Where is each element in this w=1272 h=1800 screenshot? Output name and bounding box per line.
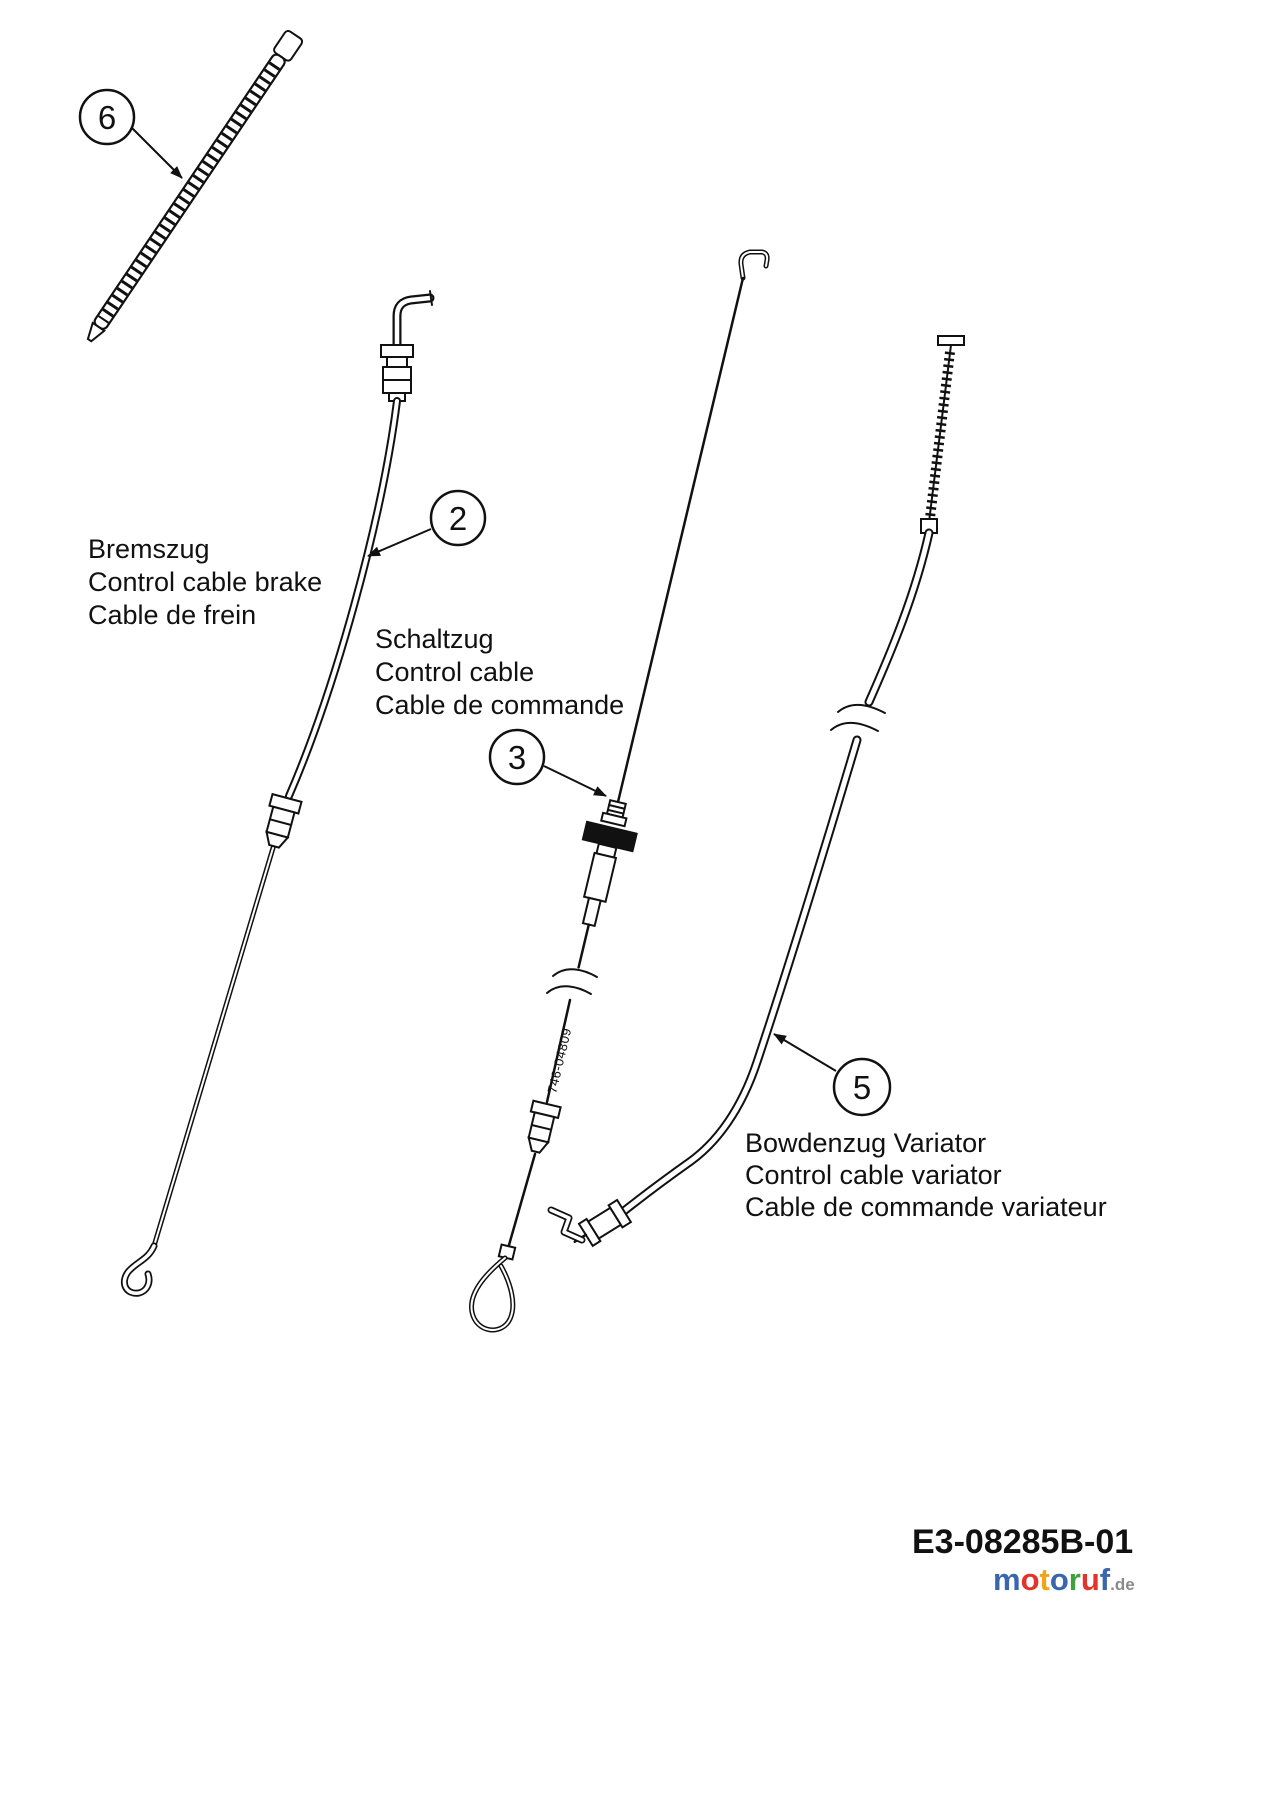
cable-tie-drawing [86, 29, 304, 343]
callout-3-circle [488, 728, 546, 786]
callout-6-circle [78, 88, 136, 146]
control-label-de: Schaltzug [375, 624, 494, 654]
callout-2: 2 [367, 489, 487, 557]
control-cable-label: Schaltzug Control cable Cable de command… [375, 624, 624, 720]
control-label-en: Control cable [375, 657, 534, 687]
variator-cable-drawing [551, 335, 965, 1248]
brake-cable-bottom-hook [124, 1246, 154, 1293]
watermark-letter: f [1100, 1562, 1111, 1597]
watermark-letter: m [993, 1562, 1021, 1597]
variator-cable-coil-core [928, 344, 952, 523]
cable-tie-ribs [98, 61, 281, 324]
watermark-letter: r [1069, 1562, 1081, 1597]
control-cable-mid-wire [545, 998, 572, 1104]
variator-label-de: Bowdenzug Variator [745, 1128, 986, 1158]
control-cable-break-symbol [546, 968, 598, 995]
watermark-suffix: .de [1110, 1575, 1135, 1594]
brake-label-en: Control cable brake [88, 567, 322, 597]
callout-3-number: 3 [508, 739, 526, 776]
control-cable-end-loop [471, 1258, 512, 1330]
callout-5-circle [832, 1057, 892, 1117]
control-label-fr: Cable de commande [375, 690, 624, 720]
callout-6-number: 6 [98, 99, 116, 136]
control-cable-drawing: 746-04809 [471, 252, 767, 1330]
callout-6: 6 [78, 88, 183, 179]
brake-cable-drawing [124, 290, 432, 1293]
watermark-letter: o [1021, 1562, 1040, 1597]
variator-cable-break-symbol [830, 703, 886, 732]
variator-label-en: Control cable variator [745, 1160, 1002, 1190]
control-cable-inline-part-number: 746-04809 [544, 1026, 574, 1094]
callout-3: 3 [488, 728, 607, 797]
control-cable-upper-wire [616, 276, 745, 804]
control-cable-lower-wire [505, 1152, 537, 1254]
variator-cable-label: Bowdenzug Variator Control cable variato… [745, 1128, 1107, 1222]
callout-2-number: 2 [449, 500, 467, 537]
variator-cable-end-fitting [573, 1198, 633, 1248]
control-cable-adjuster-assembly [577, 798, 638, 969]
control-cable-connector [527, 1099, 562, 1154]
watermark-letter: t [1040, 1562, 1050, 1597]
control-cable-top-hook [741, 252, 767, 278]
brake-label-de: Bremszug [88, 534, 210, 564]
watermark-letter: o [1050, 1562, 1069, 1597]
callout-5-number: 5 [853, 1069, 871, 1106]
callout-5: 5 [773, 1033, 892, 1117]
variator-cable-top-end [937, 335, 965, 346]
callout-2-circle [429, 489, 487, 547]
brake-cable-upper-sheath [289, 401, 397, 796]
watermark-letter: u [1081, 1562, 1100, 1597]
variator-cable-coil [925, 351, 955, 519]
watermark-logo: motoruf.de [993, 1562, 1135, 1597]
brake-cable-connector [265, 792, 303, 849]
brake-label-fr: Cable de frein [88, 600, 256, 630]
brake-cable-label: Bremszug Control cable brake Cable de fr… [88, 534, 322, 630]
cable-tie-tip [86, 321, 107, 343]
brake-cable-lower-wire [154, 848, 273, 1246]
brake-cable-top-hook [397, 290, 432, 345]
document-number: E3-08285B-01 [912, 1523, 1133, 1561]
variator-cable-z-hook [551, 1210, 582, 1240]
variator-label-fr: Cable de commande variateur [745, 1192, 1107, 1222]
brake-cable-adjuster [380, 344, 414, 402]
variator-cable-upper-sheath [869, 533, 929, 702]
